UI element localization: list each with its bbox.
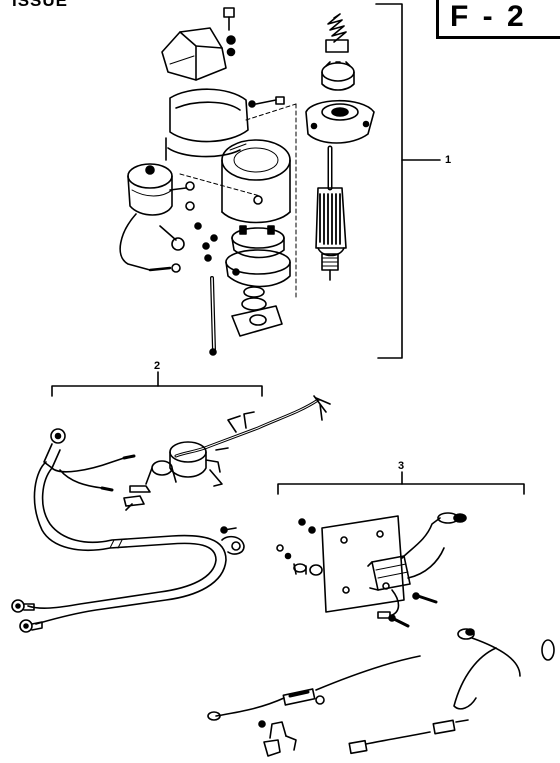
callout-1-bracket (375, 3, 403, 359)
rectifier-lead-3 (389, 589, 400, 617)
motor-yoke (221, 139, 291, 224)
plate-bolts (388, 592, 438, 628)
armature (315, 145, 347, 281)
ground-lead-right (453, 647, 497, 710)
rectifier-group (207, 471, 555, 757)
rectifier-lead-2 (407, 547, 445, 579)
figure-code-frame (436, 0, 560, 39)
bracket-bolt (248, 96, 285, 108)
harness-main-cable (174, 398, 320, 458)
connector-lead-right (457, 628, 521, 677)
page-title-fragment: ISSUE (12, 0, 69, 10)
bottom-connector-lead (348, 719, 469, 755)
fuse-holder-lead (207, 655, 421, 721)
callout-3-bracket (277, 483, 525, 495)
starter-cover (161, 27, 227, 81)
mount-flange (231, 286, 283, 337)
harness-branch-wires (227, 395, 331, 433)
figure-code: F - 2 (450, 0, 527, 33)
lower-end-frame (231, 225, 285, 259)
solenoid-lead (119, 213, 185, 273)
callout-2: 2 (154, 360, 161, 372)
callout-1: 1 (445, 154, 452, 166)
through-bolts (209, 276, 217, 356)
callout-2-bracket (51, 385, 263, 397)
lead-wire-mid (59, 469, 103, 489)
mounting-bolt-top (223, 7, 236, 57)
ring-terminal-bottom-2 (19, 619, 43, 633)
wiring-harness-group (11, 371, 331, 633)
rectifier-lead-1 (401, 517, 441, 559)
rectifier-plate (321, 515, 405, 613)
rectifier-connectors (437, 512, 467, 524)
battery-cable-outer (27, 461, 217, 609)
starter-motor-group (119, 3, 441, 359)
battery-cable-inner (35, 467, 227, 625)
lead-wire-upper (51, 457, 125, 473)
callout-3: 3 (398, 460, 405, 472)
ring-terminal-bottom-1 (11, 599, 35, 613)
small-washers (185, 201, 218, 262)
ring-terminal-top (43, 428, 66, 469)
plate-hardware (276, 518, 323, 576)
starter-solenoid (127, 163, 195, 216)
explode-guide-3 (179, 173, 261, 197)
cable-clamp (220, 526, 245, 555)
pinion-gear (321, 61, 355, 91)
key-switch (145, 441, 229, 487)
ignition-keys (123, 485, 151, 511)
lower-end-cap (225, 249, 291, 288)
terminal-clip (258, 720, 297, 757)
drive-end-frame (305, 99, 375, 144)
mounting-bracket (165, 88, 249, 161)
rectifier-unit (367, 555, 411, 591)
explode-guide-1 (245, 103, 297, 121)
pinion-spring (325, 13, 349, 53)
